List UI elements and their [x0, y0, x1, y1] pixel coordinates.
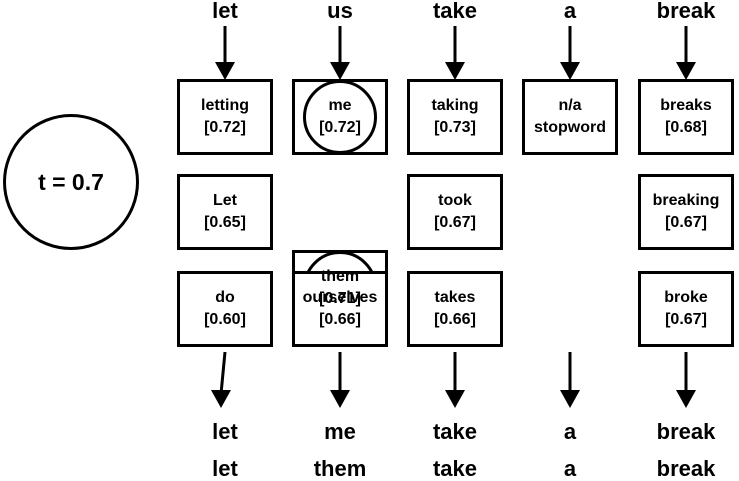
candidate-score: [0.66]	[319, 311, 361, 328]
output-word: them	[313, 456, 367, 481]
candidate-box: taking [0.73]	[407, 79, 503, 155]
input-word: us	[327, 0, 353, 23]
output-word: break	[656, 419, 716, 444]
candidate-score: [0.71]	[319, 290, 361, 307]
candidate-word: n/a	[558, 97, 582, 114]
candidate-word: letting	[201, 97, 249, 114]
input-word: break	[656, 0, 716, 23]
candidate-word: Let	[213, 192, 237, 209]
candidate-score: [0.60]	[204, 311, 246, 328]
candidate-word: them	[320, 268, 360, 285]
output-arrow	[676, 352, 696, 408]
output-arrow	[560, 352, 580, 408]
candidate-word: takes	[434, 289, 476, 306]
down-arrow	[330, 26, 350, 80]
candidate-word: breaking	[652, 192, 720, 209]
candidate-box: breaking [0.67]	[638, 174, 734, 250]
output-word: take	[432, 456, 478, 481]
input-word: a	[563, 0, 577, 23]
candidate-score: [0.66]	[434, 311, 476, 328]
output-word: let	[212, 456, 238, 481]
down-arrow	[445, 26, 465, 80]
candidate-box: letting [0.72]	[177, 79, 273, 155]
candidate-box: ourselves [0.66]	[292, 271, 388, 347]
candidate-word: broke	[664, 289, 708, 306]
candidate-score: stopword	[534, 119, 606, 136]
candidate-box: takes [0.66]	[407, 271, 503, 347]
threshold-circle: t = 0.7	[3, 114, 139, 250]
down-arrow	[215, 26, 235, 80]
candidate-box: Let [0.65]	[177, 174, 273, 250]
candidate-score: [0.73]	[434, 119, 476, 136]
candidate-box: took [0.67]	[407, 174, 503, 250]
candidate-word: do	[215, 289, 235, 306]
down-arrow	[676, 26, 696, 80]
output-arrow	[330, 352, 350, 408]
output-word: a	[563, 456, 577, 481]
output-arrow	[445, 352, 465, 408]
candidate-score: [0.72]	[319, 119, 361, 136]
candidate-box: do [0.60]	[177, 271, 273, 347]
output-arrow	[211, 351, 231, 408]
candidate-score: [0.72]	[204, 119, 246, 136]
input-word: let	[212, 0, 238, 23]
candidate-box: breaks [0.68]	[638, 79, 734, 155]
candidate-word: took	[438, 192, 472, 209]
candidate-box: broke [0.67]	[638, 271, 734, 347]
output-word: me	[324, 419, 356, 444]
candidate-score: [0.68]	[665, 119, 707, 136]
candidate-score: [0.67]	[665, 214, 707, 231]
input-word: take	[432, 0, 478, 23]
candidate-box: n/a stopword	[522, 79, 618, 155]
output-word: break	[656, 456, 716, 481]
candidate-score: [0.67]	[665, 311, 707, 328]
down-arrow	[560, 26, 580, 80]
candidate-word: me	[328, 97, 352, 114]
candidate-word: ourselves	[302, 289, 378, 306]
output-word: let	[212, 419, 238, 444]
threshold-label: t = 0.7	[38, 168, 104, 195]
candidate-word: breaks	[660, 97, 712, 114]
candidate-score: [0.67]	[434, 214, 476, 231]
candidate-score: [0.65]	[204, 214, 246, 231]
output-word: take	[432, 419, 478, 444]
output-word: a	[563, 419, 577, 444]
candidate-word: taking	[431, 97, 479, 114]
